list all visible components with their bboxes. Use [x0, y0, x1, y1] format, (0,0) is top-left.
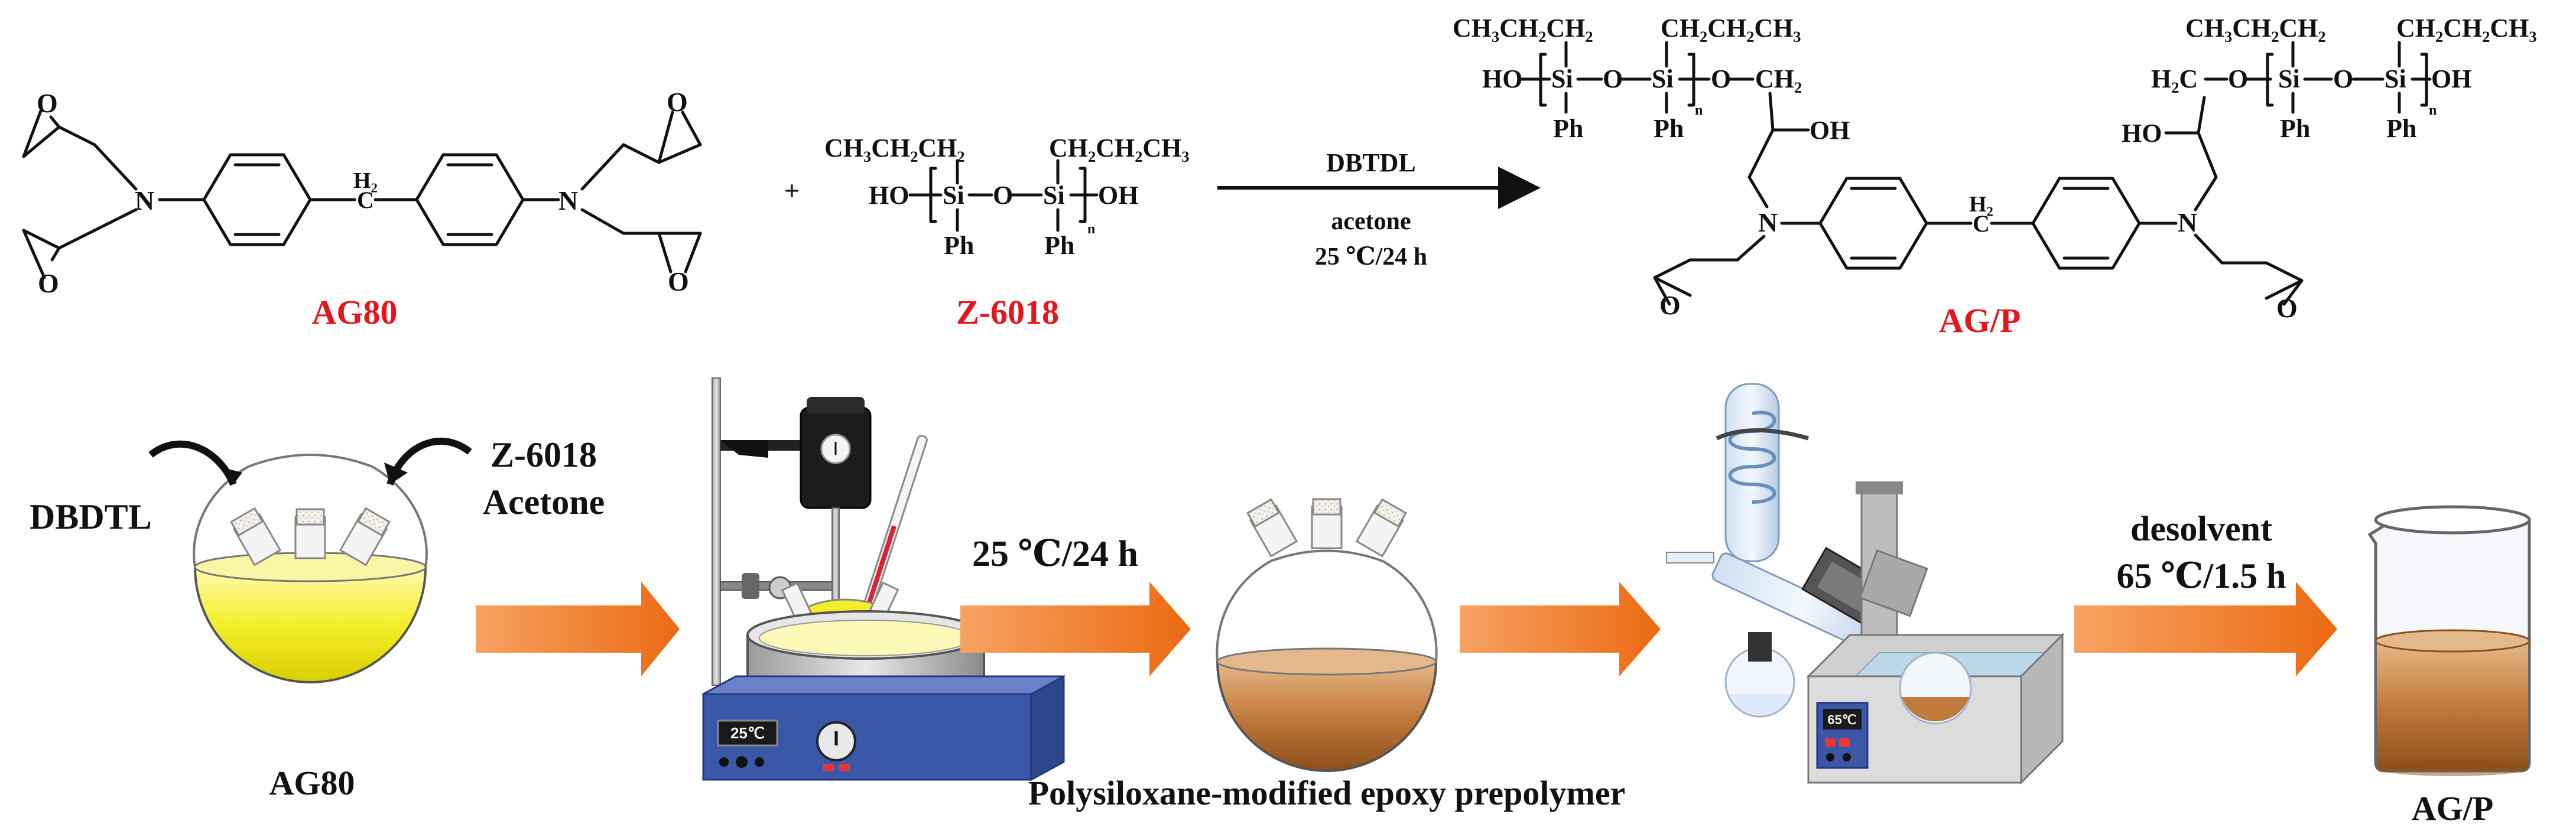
- atom-n: N: [1758, 207, 1778, 237]
- oh-group: OH: [1810, 116, 1850, 145]
- flask1-label: AG80: [269, 764, 355, 802]
- temp-time-label: 25 ℃/24 h: [1315, 243, 1427, 271]
- ch2-group: CH₂: [1755, 64, 1802, 93]
- propyl-left: CH₃CH₂CH₂: [824, 133, 965, 162]
- oh-group: OH: [1098, 181, 1138, 210]
- reactant1-label: AG80: [312, 293, 398, 331]
- step3-condition: 65 ℃/1.5 h: [2117, 556, 2286, 595]
- atom-o: O: [37, 88, 58, 118]
- atom-c: C: [1973, 210, 1990, 237]
- si-atom: Si: [2278, 64, 2300, 93]
- atom-o: O: [1659, 290, 1681, 320]
- stirrer-setup: 25℃: [702, 377, 1065, 781]
- atom-o: O: [668, 266, 689, 297]
- propyl-right: CH₂CH₂CH₃: [1661, 14, 1801, 43]
- plus-sign: +: [784, 175, 800, 206]
- propyl-right: CH₂CH₂CH₃: [2396, 14, 2537, 43]
- ph-group: Ph: [1654, 114, 1684, 143]
- reactant2-label: Z-6018: [956, 293, 1059, 331]
- oh-group: OH: [2431, 64, 2471, 93]
- ho-group: HO: [869, 181, 909, 210]
- ether-o: O: [1711, 64, 1731, 93]
- o-bridge: O: [1603, 64, 1623, 93]
- ph-group: Ph: [2280, 114, 2310, 143]
- propyl-left: CH₃CH₂CH₂: [2185, 14, 2326, 43]
- h2c-group: H₂C: [2151, 64, 2198, 93]
- hotplate-display: 25℃: [730, 724, 765, 742]
- process-arrow-4: [2074, 582, 2337, 676]
- ho-group: HO: [1482, 64, 1522, 93]
- atom-n: N: [135, 185, 154, 216]
- atom-h2: H₂: [353, 168, 378, 193]
- arrow-head: [219, 467, 242, 484]
- flask-prepolymer: [1216, 498, 1438, 772]
- si-atom: Si: [943, 181, 964, 210]
- n-subscript: n: [2429, 103, 2437, 118]
- input-arrow-left: [148, 440, 237, 486]
- ph-group: Ph: [1553, 114, 1583, 143]
- solvent-label: acetone: [1331, 208, 1411, 235]
- process-arrow-3: [1460, 582, 1661, 676]
- atom-n: N: [558, 185, 578, 216]
- ag80-structure: O O N H₂ C N O: [22, 87, 702, 298]
- o-bridge: O: [993, 181, 1013, 210]
- propyl-right: CH₂CH₂CH₃: [1049, 133, 1190, 162]
- n-subscript: n: [1695, 103, 1703, 118]
- ph-group: Ph: [1044, 231, 1074, 260]
- atom-o: O: [667, 87, 688, 117]
- arrow-head: [384, 463, 408, 484]
- o-bridge: O: [2333, 64, 2353, 93]
- process-arrow-1: [476, 582, 680, 676]
- atom-o: O: [2276, 293, 2298, 323]
- input-dbdtl: DBDTL: [30, 497, 152, 536]
- agp-structure: CH₃CH₂CH₂ CH₂CH₂CH₃ HO Si O Si O CH₂ n P…: [1453, 14, 2537, 323]
- step3-desolvent: desolvent: [2130, 509, 2272, 548]
- process-arrow-2: [960, 582, 1191, 676]
- flask-ag80: [193, 454, 428, 683]
- catalyst-label: DBTDL: [1326, 148, 1416, 177]
- si-atom: Si: [2385, 64, 2406, 93]
- atom-n: N: [2178, 207, 2197, 237]
- n-subscript: n: [1087, 222, 1095, 237]
- rotavap-display: 65℃: [1827, 712, 1856, 727]
- atom-h2: H₂: [1969, 192, 1993, 217]
- input-acetone: Acetone: [483, 483, 605, 522]
- atom-c: C: [357, 187, 374, 213]
- ho-group: HO: [2122, 119, 2162, 148]
- input-arrow-right: [386, 438, 472, 486]
- beaker-agp: [2367, 505, 2531, 776]
- product-label: AG/P: [1939, 301, 2021, 340]
- si-atom: Si: [1043, 181, 1065, 210]
- atom-o: O: [38, 268, 59, 298]
- final-label: AG/P: [2412, 789, 2494, 828]
- ph-group: Ph: [2386, 114, 2416, 143]
- ph-group: Ph: [944, 231, 974, 260]
- si-atom: Si: [1551, 64, 1573, 93]
- rotary-evaporator: 65℃: [1666, 383, 2065, 785]
- propyl-left: CH₃CH₂CH₂: [1453, 14, 1593, 43]
- si-atom: Si: [1652, 64, 1674, 93]
- step1-condition: 25 ℃/24 h: [972, 534, 1138, 574]
- z6018-structure: CH₃CH₂CH₂ CH₂CH₂CH₃ HO Si O Si OH n Ph P…: [824, 133, 1190, 260]
- intermediate-label: Polysiloxane-modified epoxy prepolymer: [1028, 774, 1626, 812]
- ether-o: O: [2228, 64, 2248, 93]
- input-z6018: Z-6018: [490, 435, 597, 474]
